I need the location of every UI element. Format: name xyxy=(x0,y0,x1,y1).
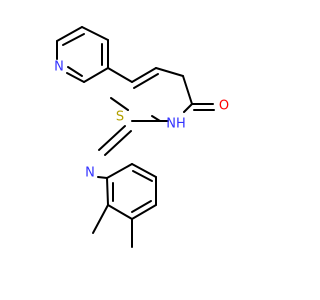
bond xyxy=(131,67,157,83)
bond xyxy=(183,103,193,113)
bond xyxy=(106,177,109,206)
bond xyxy=(56,26,83,42)
ring-nh-label: NH xyxy=(166,117,186,132)
bond xyxy=(106,163,133,179)
bond xyxy=(97,176,108,179)
bond xyxy=(132,170,153,182)
bond xyxy=(131,204,157,220)
bond xyxy=(98,125,126,151)
bond xyxy=(62,33,85,46)
bond xyxy=(104,130,132,156)
pyridine-ring xyxy=(56,26,109,83)
bond xyxy=(133,73,159,89)
imine-nitrogen-label: N xyxy=(85,166,95,181)
bond xyxy=(131,163,157,178)
ring-sulfur-label: S xyxy=(116,110,124,125)
molecule-diagram: N S NH O N xyxy=(54,26,229,248)
bond xyxy=(81,26,109,41)
methyl-bond xyxy=(92,204,109,234)
dimethylphenyl-ring xyxy=(106,163,157,220)
bond xyxy=(107,204,133,220)
thiazolidinone-ring xyxy=(110,67,193,122)
bond xyxy=(110,97,129,111)
bond xyxy=(182,75,193,105)
carbonyl-oxygen-label: O xyxy=(219,99,229,114)
bond xyxy=(66,72,85,83)
pyridine-nitrogen-label: N xyxy=(54,60,64,75)
bond xyxy=(67,66,83,77)
bond xyxy=(131,200,152,213)
bond xyxy=(155,67,184,77)
bond xyxy=(107,67,133,83)
structure-canvas: N S NH O N xyxy=(54,26,229,248)
bond xyxy=(83,67,109,83)
